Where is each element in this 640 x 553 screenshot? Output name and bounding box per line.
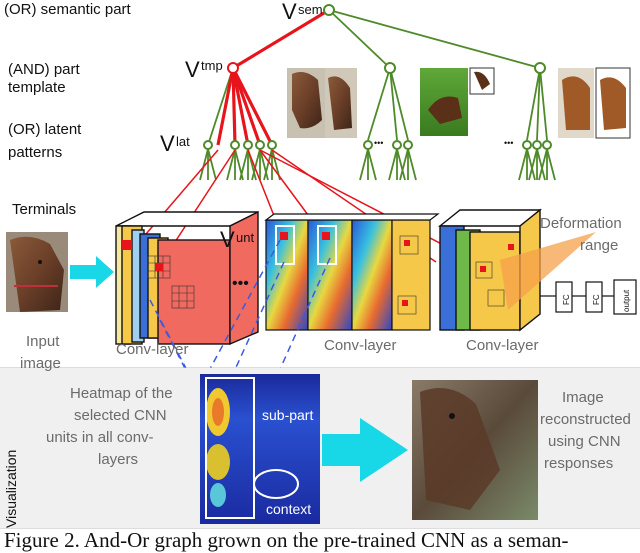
node-lat-3 [243, 140, 253, 150]
conv-layer-label-3: Conv-layer [466, 337, 539, 354]
terminals-label: Terminals [12, 201, 77, 218]
lat-dots-3: ••• [504, 138, 514, 148]
node-v-sem [323, 4, 335, 16]
context-label: context [266, 501, 312, 517]
node-lat-4 [255, 140, 265, 150]
layer-ellipsis: ••• [232, 275, 249, 292]
part-template-image-2 [420, 67, 495, 136]
reconstructed-line2: reconstructed [540, 411, 631, 428]
v-sem-letter: V [282, 0, 297, 24]
fc-label-2: FC [592, 294, 601, 305]
leaf-branch [263, 148, 273, 181]
leaf-branch [538, 148, 548, 181]
node-v-tmp-2 [384, 62, 396, 74]
figure-caption: Figure 2. And-Or graph grown on the pre-… [4, 528, 569, 552]
node-v-tmp-3 [534, 62, 546, 74]
graph-nodes [203, 4, 552, 150]
input-image-label-line1: Input [26, 333, 60, 350]
or-latent-label-line2: patterns [8, 144, 63, 161]
node-lat-8 [403, 140, 413, 150]
node-lat-1 [203, 140, 213, 150]
fc-label-1: FC [562, 294, 571, 305]
v-sem-subscript: sem [298, 2, 323, 17]
leaf-branch [251, 148, 261, 181]
node-lat-6 [363, 140, 373, 150]
reconstructed-line1: Image [562, 389, 604, 406]
node-lat-5 [267, 140, 277, 150]
leaf-branch [518, 148, 528, 181]
v-unt-subscript: unt [236, 230, 255, 245]
heatmap-desc-line2: selected CNN [74, 407, 167, 424]
reconstruction-arrow [322, 418, 408, 482]
sub-part-label: sub-part [262, 407, 314, 423]
green-tree-edges [199, 9, 556, 181]
leaf-branch [528, 148, 538, 181]
leaf-branch [546, 148, 556, 181]
leaf-branch [359, 148, 369, 181]
node-lat-2 [230, 140, 240, 150]
reconstructed-line3: using CNN [548, 433, 621, 450]
v-tmp-letter: V [185, 57, 200, 82]
part-template-image-3 [558, 67, 631, 139]
part-template-image-1 [287, 68, 357, 138]
node-v-tmp-red [227, 62, 239, 74]
heatmap-desc-line3: units in all conv- [46, 429, 154, 446]
lat-dots-2: ••• [374, 138, 384, 148]
v-lat-letter: V [160, 131, 175, 156]
reconstructed-line4: responses [544, 455, 614, 472]
leaf-branch [199, 148, 209, 181]
visualization-heatmap [200, 374, 320, 524]
leaf-branch [226, 148, 236, 181]
input-arrow [70, 256, 114, 288]
reconstructed-image [412, 380, 538, 520]
heatmap-desc-line1: Heatmap of the [70, 385, 173, 402]
visualization-label: Visualization [3, 449, 19, 528]
v-tmp-subscript: tmp [201, 58, 223, 73]
or-semantic-part-label: (OR) semantic part [4, 1, 131, 18]
leaf-branch [388, 148, 398, 181]
leaf-branch [259, 148, 269, 181]
leaf-branch [526, 148, 536, 181]
leaf-branch [536, 148, 546, 181]
node-lat-11 [542, 140, 552, 150]
v-unt-letter: V [220, 227, 235, 252]
and-part-label-line2: template [8, 79, 66, 96]
heatmap-desc-line4: layers [98, 451, 139, 468]
leaf-branch [396, 148, 406, 181]
leaf-branch [399, 148, 409, 181]
leaf-branch [239, 148, 249, 181]
node-lat-7 [392, 140, 402, 150]
leaf-branch [407, 148, 417, 181]
leaf-branch [207, 148, 217, 181]
leaf-branch [367, 148, 377, 181]
and-part-label-line1: (AND) part [8, 61, 80, 78]
node-lat-10 [532, 140, 542, 150]
red-selected-path [216, 8, 330, 146]
v-lat-subscript: lat [176, 134, 190, 149]
deformation-label-line2: range [580, 237, 619, 254]
node-lat-9 [522, 140, 532, 150]
deformation-range-shape [500, 232, 596, 310]
conv-layer-block-2 [264, 213, 440, 331]
fc-blocks [540, 279, 637, 315]
conv-layer-label-2: Conv-layer [324, 337, 397, 354]
or-latent-label-line1: (OR) latent [8, 121, 82, 138]
conv-layer-label-1: Conv-layer [116, 341, 189, 358]
input-horse-image [6, 232, 68, 312]
conv-layer-block-1 [115, 210, 259, 346]
deformation-label-line1: Deformation [540, 215, 622, 232]
output-label: output [622, 289, 631, 312]
input-image-label-line2: image [20, 355, 61, 372]
